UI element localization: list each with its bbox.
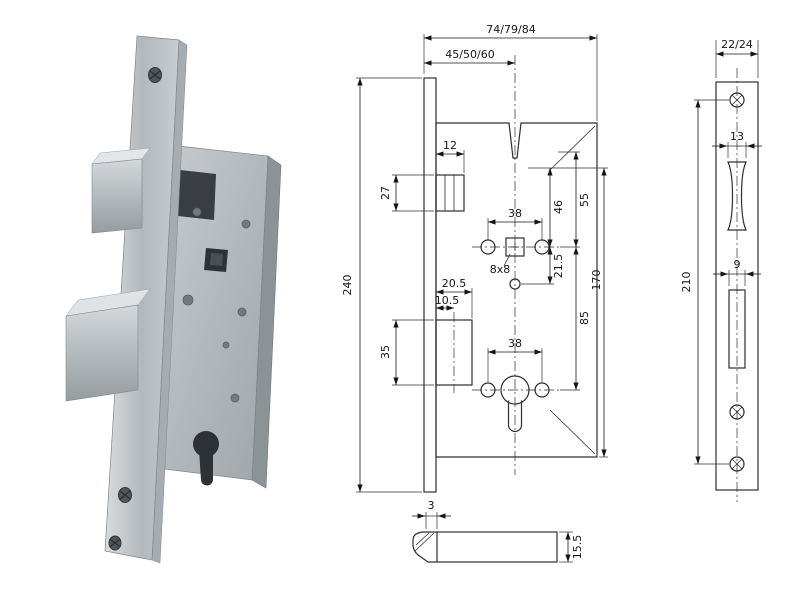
screw-hole-bottom-2 (108, 535, 122, 551)
dim-170: 170 (590, 168, 608, 458)
dim-centre-distance: 85 (560, 247, 591, 391)
screw-hole-top (148, 67, 162, 83)
lock-body-photo (163, 145, 282, 489)
screw-hole-bottom-1 (118, 487, 132, 503)
dim-deadbolt-height-label: 35 (379, 345, 392, 359)
latch-cavity (178, 170, 216, 220)
dim-latch-width: 12 (435, 139, 465, 173)
dim-deadbolt-half-width-label: 10.5 (435, 294, 460, 307)
case-outline (435, 122, 598, 458)
dim-latch-height-detail-label: 15.5 (571, 535, 584, 560)
latch-bolt-photo (91, 147, 151, 234)
dim-latch-projection: 3 (412, 499, 451, 529)
faceplate-screw-hole-mid (729, 404, 745, 420)
dim-follower-spacing: 38 (487, 207, 543, 240)
dim-cylinder-spacing-label: 38 (508, 337, 522, 350)
latch-head (412, 531, 437, 563)
dim-bolt-cutout-width: 9 (713, 258, 761, 286)
dim-latch-projection-label: 3 (428, 499, 435, 512)
dim-deadbolt-width: 20.5 (435, 277, 473, 318)
lock-photo (65, 35, 282, 564)
dim-centre-distance-label: 85 (578, 311, 591, 325)
fixing-hole (509, 278, 521, 290)
dim-backset: 45/50/60 (424, 48, 515, 66)
dim-21-5: 21.5 (521, 247, 565, 285)
faceplate-outline (423, 77, 437, 493)
cylinder-hole (193, 431, 219, 486)
dim-46-label: 46 (552, 200, 565, 214)
deadbolt-front (435, 312, 473, 393)
cylinder-profile (480, 375, 550, 433)
dim-deadbolt-height: 35 (379, 319, 434, 386)
dim-latch-height-label: 27 (379, 186, 392, 200)
dim-latch-cutout-width-label: 13 (730, 130, 744, 143)
dim-46: 46 (547, 168, 565, 247)
deadbolt-photo (65, 288, 151, 402)
faceplate-screw-hole-bottom (729, 456, 745, 472)
dim-cylinder-spacing: 38 (487, 337, 543, 382)
dim-deadbolt-half-width: 10.5 (435, 294, 460, 311)
faceplate-drawing: 22/24 13 9 210 (680, 38, 762, 502)
dim-latch-height-detail: 15.5 (559, 531, 584, 563)
dim-bolt-cutout-width-label: 9 (734, 258, 741, 271)
dim-overall-depth-label: 74/79/84 (486, 23, 535, 36)
dim-backset-label: 45/50/60 (445, 48, 494, 61)
dim-follower-square: 8x8 (490, 253, 511, 276)
dim-overall-depth: 74/79/84 (423, 23, 598, 121)
dim-170-label: 170 (590, 270, 603, 291)
bolt-cutout (728, 289, 746, 369)
dim-faceplate-height: 240 (341, 77, 422, 493)
latch-detail-drawing: 3 15.5 (412, 499, 584, 563)
dim-screw-centres-label: 210 (680, 272, 693, 293)
dim-follower-square-label: 8x8 (490, 263, 511, 276)
dim-follower-spacing-label: 38 (508, 207, 522, 220)
dim-21-5-label: 21.5 (552, 254, 565, 279)
latch-bolt-front (435, 174, 465, 212)
dim-55: 55 (560, 152, 591, 248)
dim-screw-centres: 210 (680, 99, 729, 465)
dim-faceplate-width-label: 22/24 (721, 38, 753, 51)
faceplate-front-outline (715, 81, 759, 491)
faceplate-screw-hole-top (729, 92, 745, 108)
dim-latch-height: 27 (379, 174, 434, 212)
dim-deadbolt-width-label: 20.5 (442, 277, 467, 290)
lock-body-drawing: 74/79/84 45/50/60 240 12 27 (341, 23, 608, 493)
dim-55-label: 55 (578, 193, 591, 207)
dim-faceplate-height-label: 240 (341, 275, 354, 296)
latch-cutout (727, 161, 747, 231)
dim-latch-cutout-width: 13 (712, 130, 762, 158)
dim-faceplate-width: 22/24 (715, 38, 759, 78)
dim-latch-width-label: 12 (443, 139, 457, 152)
